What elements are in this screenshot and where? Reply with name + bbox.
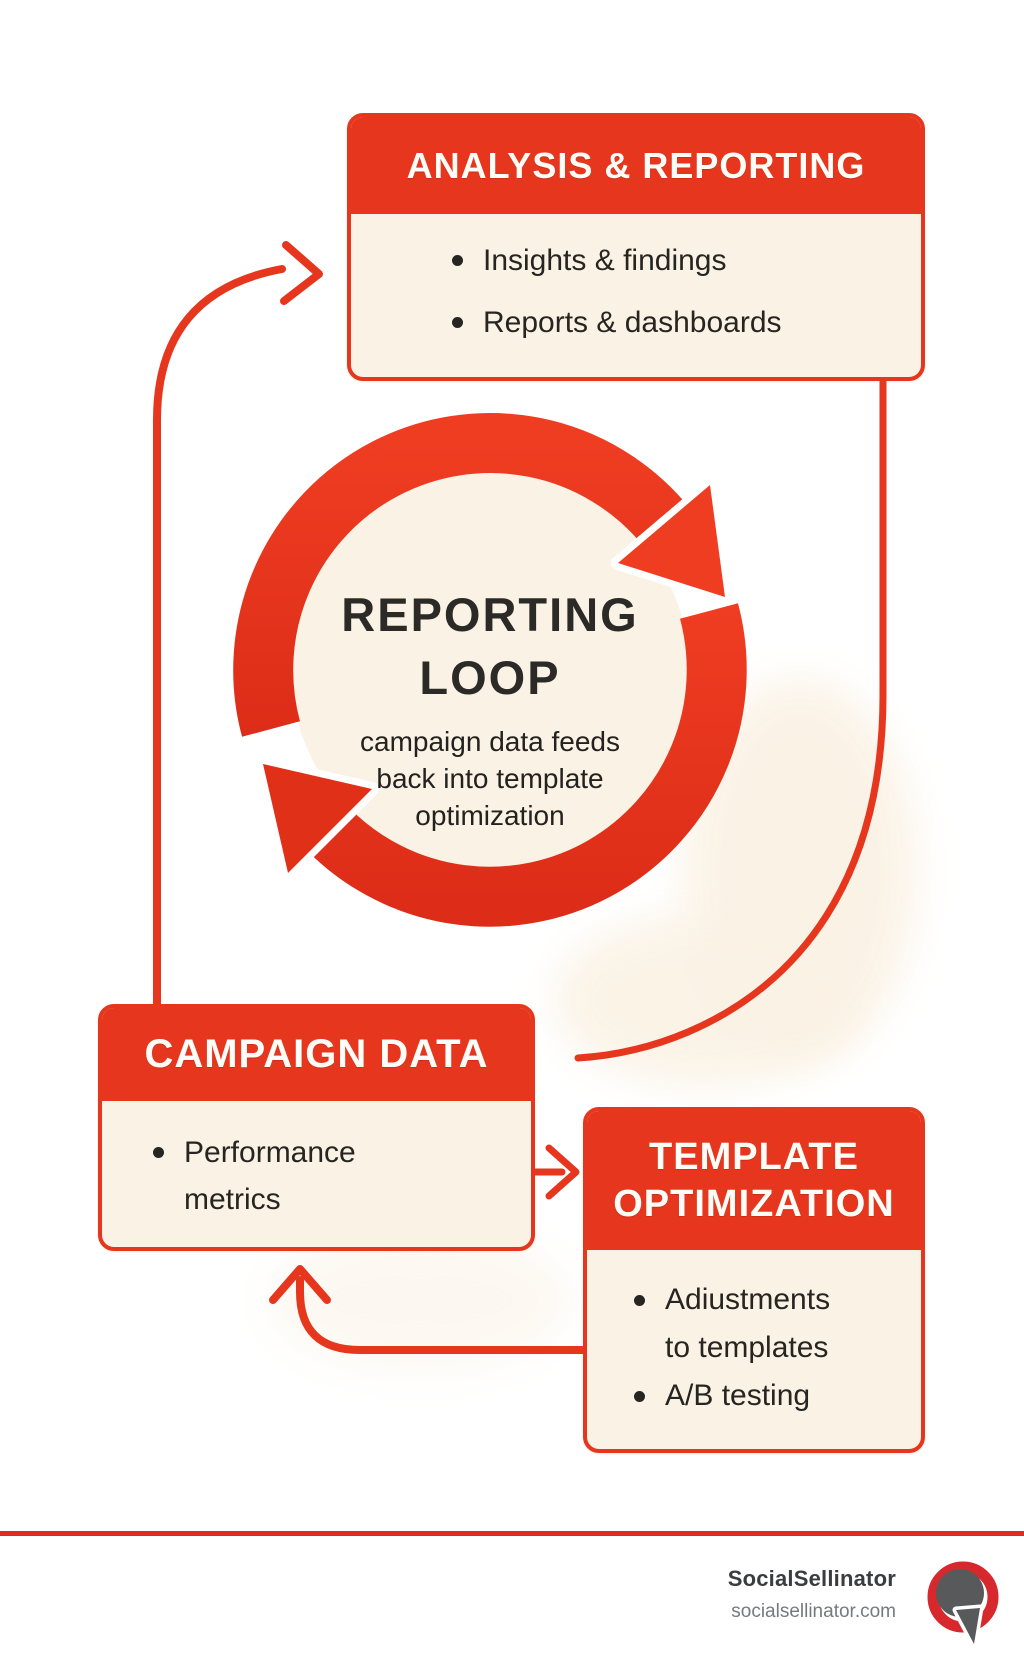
bullet-item: Insights & findings	[449, 238, 901, 283]
footer-brand-block: SocialSellinator socialsellinator.com	[728, 1566, 896, 1623]
arrowhead-campaign-to-analysis	[280, 241, 323, 305]
cycle-arc-top	[233, 413, 687, 737]
logo-bubble-tail	[956, 1608, 980, 1644]
reporting-loop-label: REPORTING LOOP campaign data feeds back …	[290, 583, 690, 834]
campaign-data-title: CAMPAIGN DATA	[102, 1008, 531, 1101]
analysis-reporting-card: ANALYSIS & REPORTING Insights & findings…	[347, 113, 925, 381]
cream-glow-below-campaign	[270, 1230, 570, 1370]
analysis-reporting-title: ANALYSIS & REPORTING	[351, 117, 921, 214]
bullet-item: Performance metrics	[150, 1129, 405, 1223]
cycle-arrowhead-top-right	[618, 485, 725, 597]
arrow-template-to-campaign	[296, 1276, 587, 1354]
bullet-item: Adiustments to templates	[631, 1276, 851, 1372]
arrowhead-campaign-to-template	[545, 1144, 580, 1200]
brand-name: SocialSellinator	[727, 1566, 896, 1591]
analysis-reporting-body: Insights & findings Reports & dashboards	[351, 214, 921, 345]
campaign-data-body: Performance metrics	[102, 1101, 531, 1223]
connector-analysis-downward	[574, 376, 887, 1062]
footer-divider	[0, 1531, 1024, 1536]
template-optimization-card: TEMPLATE OPTIMIZATION Adiustments to tem…	[583, 1107, 925, 1453]
analysis-bullet-list: Insights & findings Reports & dashboards	[351, 214, 921, 345]
loop-title-line: LOOP	[419, 651, 561, 704]
cycle-arc-bottom	[308, 603, 747, 927]
campaign-bullet-list: Performance metrics	[102, 1101, 531, 1223]
logo-bubble	[936, 1569, 984, 1617]
arrowhead-template-to-campaign	[269, 1265, 331, 1304]
brand-website: socialsellinator.com	[731, 1601, 896, 1622]
cycle-inner-disc	[291, 471, 689, 869]
cycle-arrowhead-bottom-left	[263, 764, 372, 873]
loop-subtitle: campaign data feeds back into template o…	[290, 723, 690, 834]
loop-subtitle-line: back into template	[376, 763, 604, 794]
cream-glow-bottom-right	[555, 915, 855, 1085]
loop-subtitle-line: optimization	[415, 800, 565, 831]
template-bullet-list: Adiustments to templates A/B testing	[587, 1250, 921, 1420]
loop-subtitle-line: campaign data feeds	[360, 726, 620, 757]
socialsellinator-logo	[927, 1561, 999, 1648]
bullet-item: A/B testing	[631, 1372, 851, 1420]
campaign-data-card: CAMPAIGN DATA Performance metrics	[98, 1004, 535, 1251]
loop-title-line: REPORTING	[341, 588, 639, 641]
bullet-item: Reports & dashboards	[449, 300, 901, 345]
arrow-campaign-to-analysis	[153, 265, 286, 1008]
template-optimization-title: TEMPLATE OPTIMIZATION	[587, 1111, 921, 1250]
template-optimization-body: Adiustments to templates A/B testing	[587, 1250, 921, 1420]
